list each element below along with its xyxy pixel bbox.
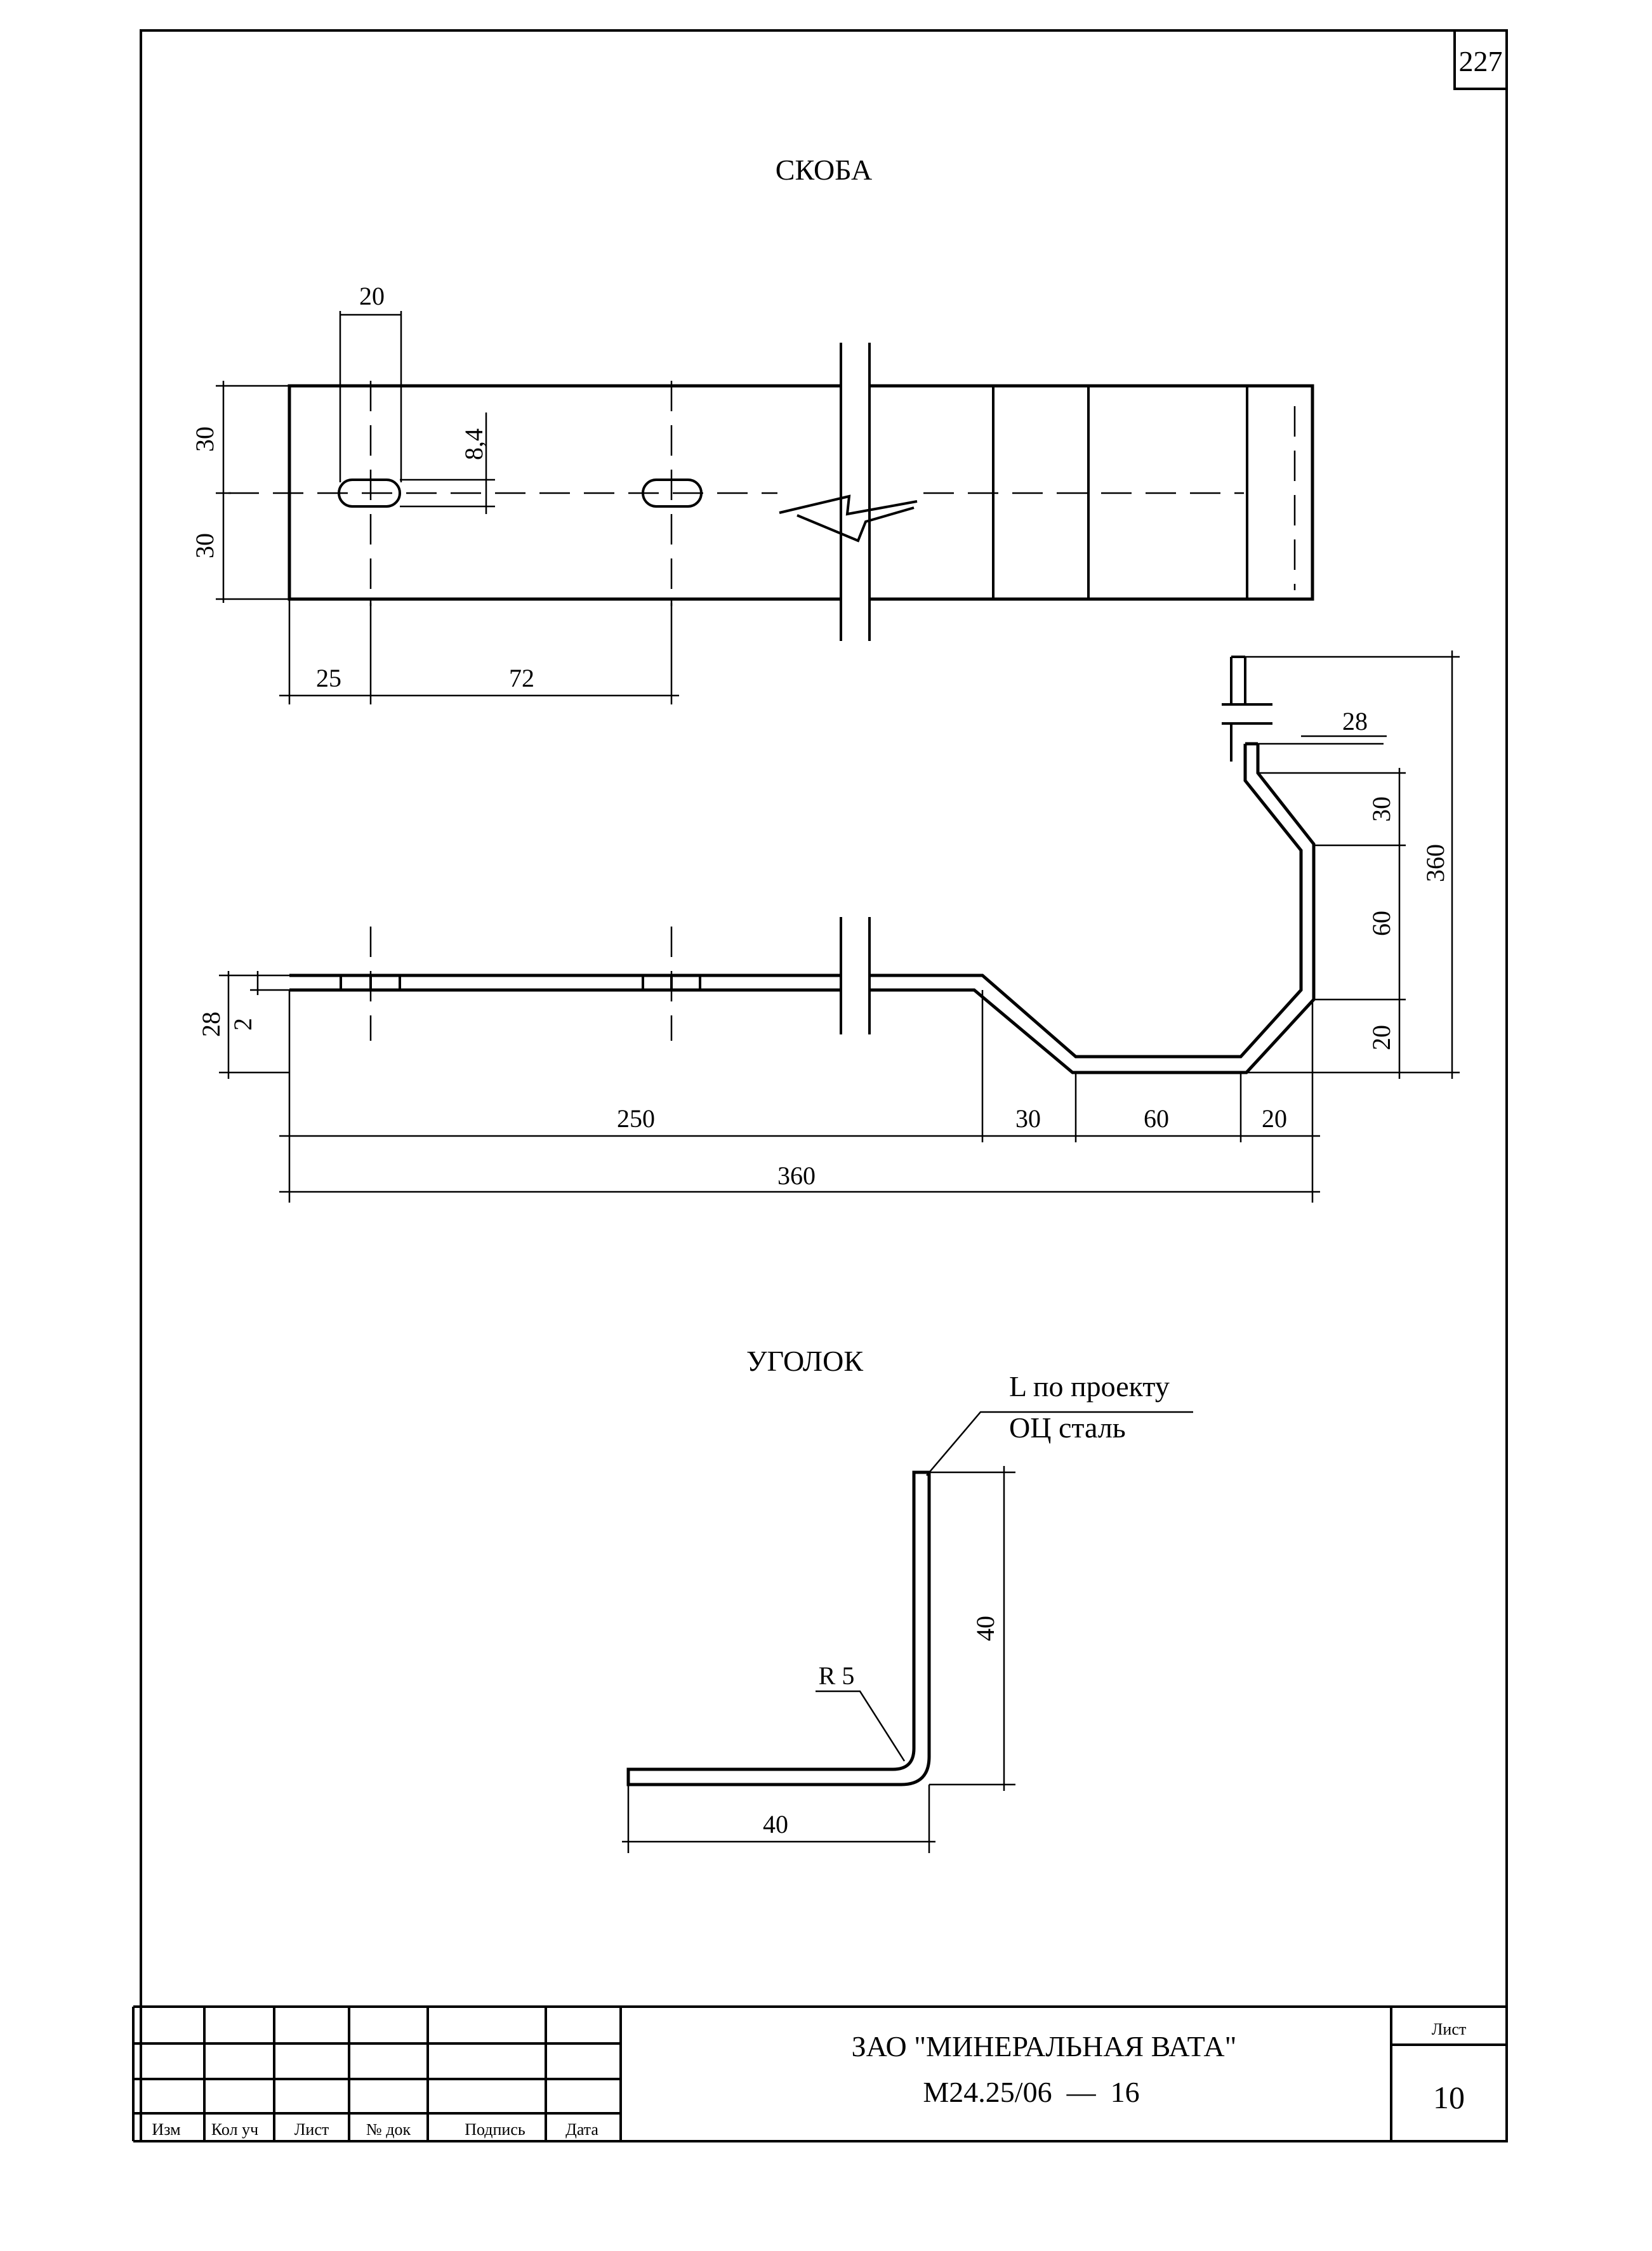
skoba-profile-view: 28 2 250 30 60 20 360 28 30 60 20 360 [197, 650, 1460, 1203]
skoba-title: СКОБА [776, 154, 872, 186]
dim-edge-top: 30 [190, 426, 219, 452]
ugolok-width: 40 [763, 1810, 788, 1838]
dim-overall-height: 360 [1421, 844, 1450, 882]
dim-v-2: 60 [1367, 911, 1396, 936]
tb-organization: ЗАО "МИНЕРАЛЬНАЯ ВАТА" [852, 2030, 1237, 2063]
tb-header-doc: № док [366, 2120, 411, 2139]
tb-header-kol-uch: Кол уч [211, 2120, 258, 2139]
dim-thickness: 2 [228, 1018, 257, 1031]
page-number: 227 [1459, 45, 1503, 77]
tb-header-signature: Подпись [465, 2120, 525, 2139]
tb-document-code: М24.25/06 — 16 [923, 2076, 1139, 2108]
ugolok-note-material: ОЦ сталь [1009, 1411, 1126, 1444]
dim-slot-width: 20 [359, 282, 385, 310]
dim-v-1: 30 [1367, 796, 1396, 822]
dim-offset-first: 25 [316, 664, 341, 692]
sheet-frame [140, 29, 1508, 2142]
dim-length-flat: 250 [617, 1104, 655, 1133]
title-block: Изм Кол уч Лист № док Подпись Дата ЗАО "… [132, 2005, 1507, 2142]
tb-header-date: Дата [565, 2120, 598, 2139]
tb-sheet-number: 10 [1433, 2080, 1465, 2115]
dim-seg-3: 20 [1262, 1104, 1287, 1133]
ugolok-height: 40 [971, 1616, 1000, 1641]
dim-overall-length: 360 [777, 1161, 816, 1190]
ugolok-title: УГОЛОК [746, 1345, 863, 1377]
dim-v-3: 20 [1367, 1025, 1396, 1050]
slot-2 [642, 479, 703, 508]
tb-header-izm: Изм [152, 2120, 180, 2139]
dim-top-flange: 28 [1342, 707, 1368, 736]
dim-pitch: 72 [509, 664, 534, 692]
ugolok-radius: R 5 [819, 1661, 855, 1690]
tb-header-list: Лист [294, 2120, 329, 2139]
skoba-plan-view: 20 30 30 8,4 25 72 [190, 282, 1314, 704]
ugolok-view: R 5 40 40 [622, 1411, 1193, 1853]
dim-flange-height: 28 [197, 1012, 225, 1037]
dim-seg-2: 60 [1144, 1104, 1169, 1133]
slot-1 [338, 479, 401, 508]
dim-seg-1: 30 [1015, 1104, 1041, 1133]
tb-sheet-label: Лист [1432, 2020, 1466, 2038]
dim-slot-height: 8,4 [459, 428, 488, 460]
page-number-box [1453, 29, 1508, 90]
ugolok-note-length: L по проекту [1009, 1370, 1170, 1403]
dim-edge-bottom: 30 [190, 533, 219, 558]
